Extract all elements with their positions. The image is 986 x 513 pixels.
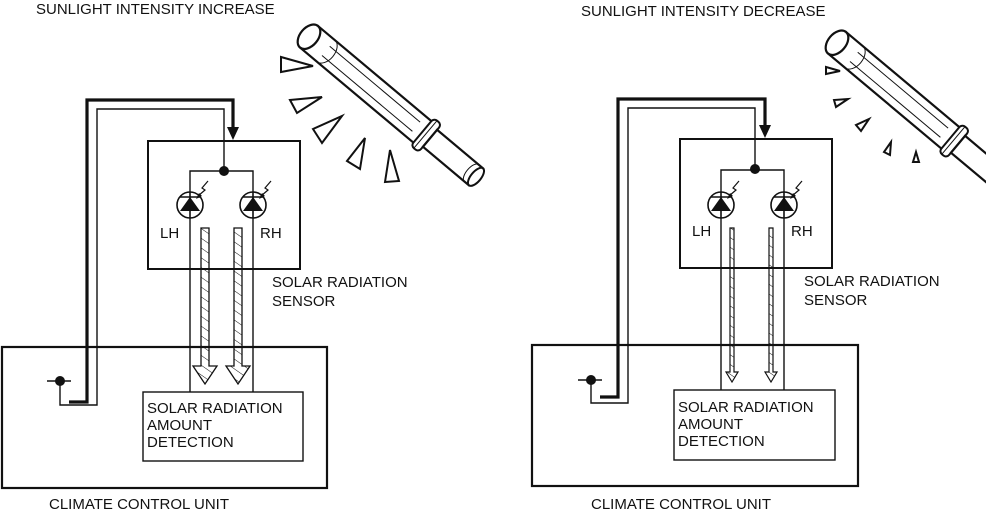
power-wire-thick	[69, 98, 235, 404]
diode-label-rh: RH	[260, 225, 282, 242]
climate-control-unit-box	[530, 343, 860, 488]
signal-arrow-lh	[191, 227, 219, 386]
detection-label-line2: AMOUNT	[678, 416, 743, 433]
climate-control-unit-box	[0, 345, 329, 490]
solar-radiation-amount-detection-box	[142, 391, 304, 462]
detection-label-line2: AMOUNT	[147, 417, 212, 434]
detection-label-line3: DETECTION	[678, 433, 765, 450]
diode-label-rh: RH	[791, 223, 813, 240]
unit-label: CLIMATE CONTROL UNIT	[49, 496, 229, 513]
terminal-icon	[578, 375, 602, 385]
flashlight-icon	[817, 22, 986, 201]
sensor-label-line2: SENSOR	[272, 293, 336, 310]
photodiode-rh-icon	[239, 180, 272, 219]
panel-title: SUNLIGHT INTENSITY DECREASE	[581, 3, 826, 20]
panel-title: SUNLIGHT INTENSITY INCREASE	[36, 1, 275, 18]
signal-arrow-rh	[224, 227, 252, 386]
signal-wire-thin	[590, 107, 756, 404]
detection-label-line1: SOLAR RADIATION	[678, 399, 814, 416]
light-rays-weak-icon	[825, 65, 921, 163]
sensor-label-line1: SOLAR RADIATION	[804, 273, 940, 290]
signal-wire-thin	[59, 108, 225, 406]
diode-label-lh: LH	[160, 225, 179, 242]
solar-radiation-amount-detection-box	[673, 389, 836, 461]
sensor-label-line2: SENSOR	[804, 292, 868, 309]
detection-label-line3: DETECTION	[147, 434, 234, 451]
signal-arrow-lh	[724, 227, 740, 384]
signal-arrow-rh	[763, 227, 779, 384]
photodiode-lh-icon	[176, 180, 209, 219]
detection-label-line1: SOLAR RADIATION	[147, 400, 283, 417]
photodiode-rh-icon	[770, 180, 803, 219]
junction-dot	[750, 164, 760, 174]
terminal-icon	[47, 376, 71, 386]
unit-label: CLIMATE CONTROL UNIT	[591, 496, 771, 513]
diode-label-lh: LH	[692, 223, 711, 240]
arrow-down-icon	[227, 127, 239, 140]
light-rays-strong-icon	[280, 55, 401, 184]
sensor-label-line1: SOLAR RADIATION	[272, 274, 408, 291]
arrow-down-icon	[759, 125, 771, 138]
photodiode-lh-icon	[707, 180, 740, 219]
solar-radiation-sensor-box	[679, 138, 833, 269]
power-wire-thick	[600, 97, 767, 399]
solar-radiation-sensor-box	[147, 140, 301, 270]
panel-decrease: SUNLIGHT INTENSITY DECREASE LH RH	[530, 3, 986, 513]
panel-increase: SUNLIGHT INTENSITY INCREASE LH RH	[0, 1, 493, 513]
